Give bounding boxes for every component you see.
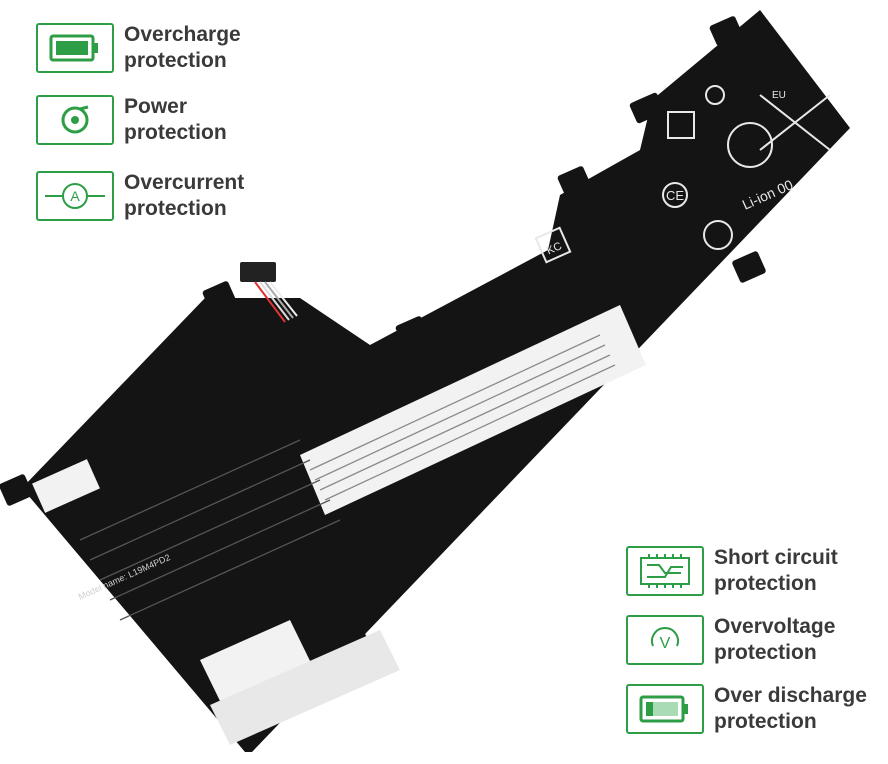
top-left-label bbox=[32, 459, 100, 513]
battery-full-icon bbox=[36, 23, 114, 73]
feature-label: Over discharge protection bbox=[714, 684, 867, 733]
feature-short-circuit: Short circuit protection bbox=[626, 545, 838, 597]
ammeter-icon: A bbox=[36, 171, 114, 221]
feature-label: Power protection bbox=[124, 95, 227, 144]
voltmeter-icon: V bbox=[626, 615, 704, 665]
body-text-lines bbox=[79, 439, 341, 621]
feature-overvoltage: V Overvoltage protection bbox=[626, 614, 835, 666]
battery-connector bbox=[240, 262, 298, 323]
svg-text:A: A bbox=[70, 188, 80, 204]
svg-text:V: V bbox=[660, 635, 671, 652]
power-ring-icon bbox=[36, 95, 114, 145]
battery-low-icon bbox=[626, 684, 704, 734]
label-text-lines bbox=[309, 334, 616, 501]
kc-mark: KC bbox=[545, 240, 564, 257]
feature-label: Overcharge protection bbox=[124, 23, 241, 72]
feature-over-discharge: Over discharge protection bbox=[626, 683, 867, 735]
feature-label: Short circuit protection bbox=[714, 546, 838, 595]
feature-overcurrent: A Overcurrent protection bbox=[36, 170, 244, 222]
eu-mark: EU bbox=[772, 90, 786, 101]
circuit-board-icon bbox=[626, 546, 704, 596]
feature-label: Overcurrent protection bbox=[124, 171, 245, 220]
feature-power: Power protection bbox=[36, 94, 227, 146]
feature-overcharge: Overcharge protection bbox=[36, 22, 241, 74]
certification-marks bbox=[534, 85, 831, 264]
ce-mark: CE bbox=[666, 188, 684, 203]
bottom-label bbox=[210, 630, 400, 745]
battery-body bbox=[22, 10, 850, 752]
warning-label bbox=[300, 305, 646, 515]
feature-label: Overvoltage protection bbox=[714, 615, 836, 664]
lower-label bbox=[200, 620, 312, 705]
